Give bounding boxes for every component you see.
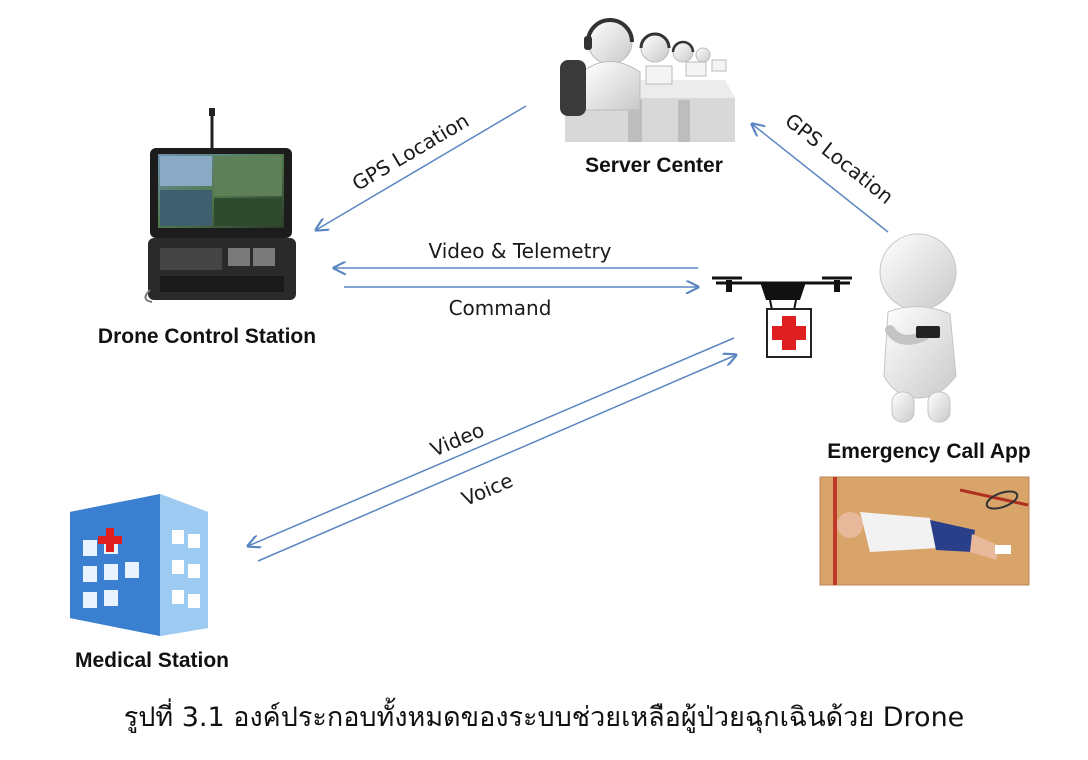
- hospital-building-illustration: [70, 494, 208, 636]
- server-center-illustration: [560, 18, 735, 142]
- edge-label-gps-location-left: GPS Location: [348, 108, 473, 195]
- edge-label-video-telemetry: Video & Telemetry: [428, 239, 611, 263]
- drone-illustration: [712, 276, 852, 311]
- edge-label-command: Command: [449, 296, 552, 320]
- drone-control-station-illustration: [144, 108, 296, 303]
- edge-label-video: Video: [427, 418, 488, 462]
- medical-station-label: Medical Station: [75, 649, 229, 672]
- arrow-drone-to-medical: [248, 337, 735, 546]
- emergency-caller-figure: [879, 233, 957, 423]
- server-center-label: Server Center: [585, 154, 723, 177]
- arrow-server-to-station: [316, 105, 527, 230]
- medical-package: [766, 308, 812, 358]
- figure-caption: รูปที่ 3.1 องค์ประกอบทั้งหมดของระบบช่วยเ…: [123, 702, 965, 733]
- arrow-app-to-server: [752, 124, 889, 233]
- emergency-call-app-label: Emergency Call App: [827, 440, 1030, 463]
- drone-control-station-label: Drone Control Station: [98, 325, 316, 348]
- patient-photo: [819, 476, 1030, 586]
- edge-label-voice: Voice: [458, 468, 516, 511]
- arrow-medical-to-drone: [257, 355, 736, 562]
